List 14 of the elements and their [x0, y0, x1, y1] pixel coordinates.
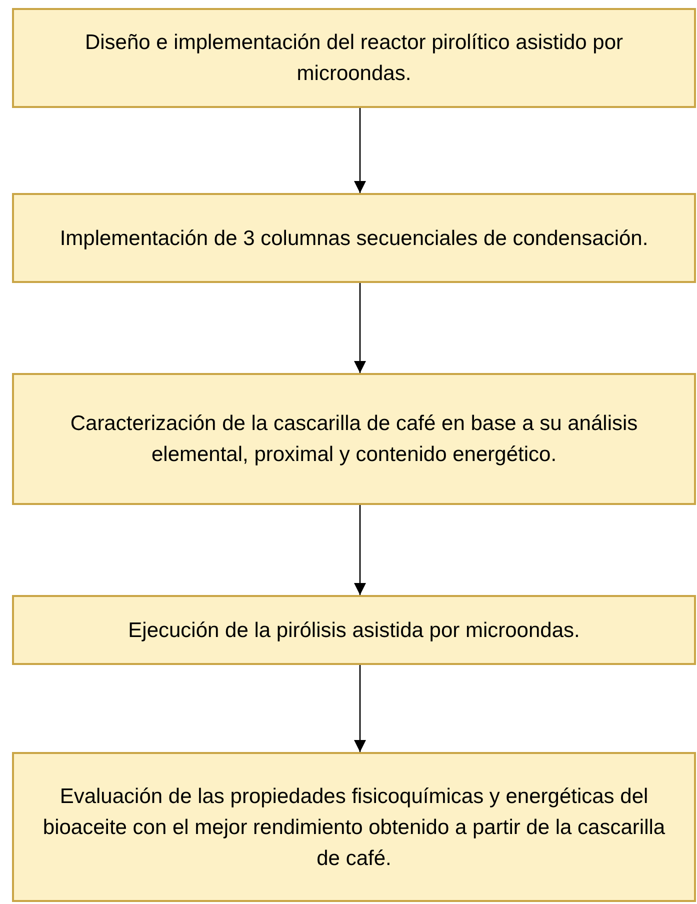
process-box	[12, 193, 696, 283]
process-box	[12, 373, 696, 505]
process-box	[12, 8, 696, 108]
arrow	[354, 505, 366, 595]
process-box	[12, 595, 696, 665]
step-text: Evaluación de las propiedades fisicoquímicas y energéticas del bioaceite con el mejor rendimiento obtenido a partir de la cascarilla de café.	[42, 784, 666, 872]
step-text: Implementación de 3 columnas secuenciales de condensación.	[60, 226, 648, 252]
step-text: Diseño e implementación del reactor pirolítico asistido por microondas.	[84, 30, 624, 87]
step-text: Ejecución de la pirólisis asistida por microondas.	[128, 618, 580, 644]
arrow	[354, 665, 366, 752]
arrow	[354, 283, 366, 373]
process-box	[12, 752, 696, 902]
step-text: Caracterización de la cascarilla de café en base a su análisis elemental, proximal y contenido energético.	[69, 411, 639, 468]
arrow	[354, 108, 366, 193]
